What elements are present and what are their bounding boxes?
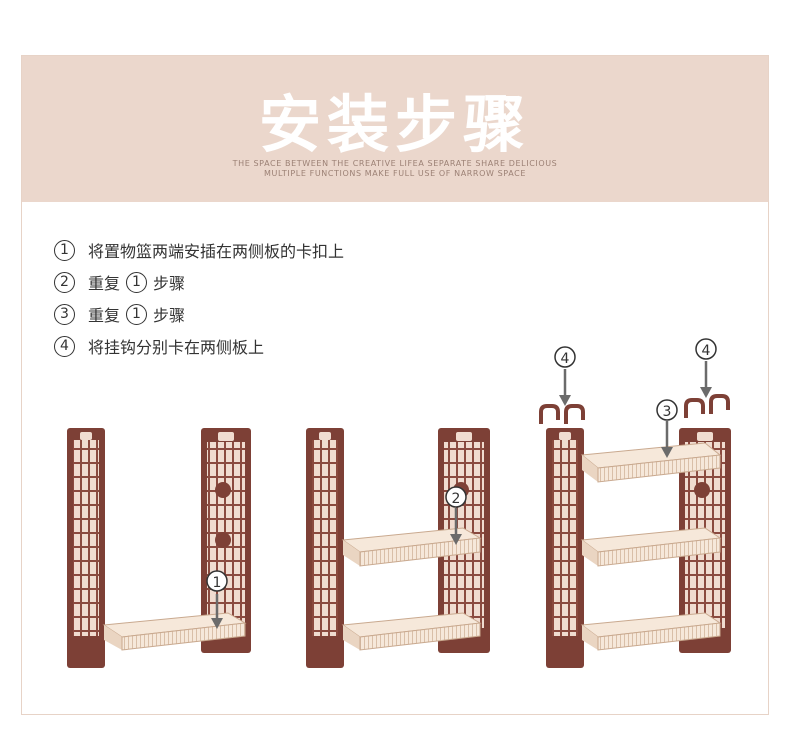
step-number-2: 2 xyxy=(54,271,75,293)
page-title: 安装步骤 xyxy=(258,88,531,161)
banner-subtitle-line1: THE SPACE BETWEEN THE CREATIVE LIFEA SEP… xyxy=(232,159,558,168)
step-2-text-a: 重复 xyxy=(88,274,121,293)
step-3-text-b: 步骤 xyxy=(153,306,186,325)
stage-3-diagram: 4 4 3 xyxy=(539,338,731,668)
step-3-ref: 1 xyxy=(126,303,148,325)
stage-2-diagram: 2 xyxy=(306,428,490,668)
step-2-text-b: 步骤 xyxy=(153,274,186,293)
title-banner: 安装步骤 THE SPACE BETWEEN THE CREATIVE LIFE… xyxy=(22,56,768,202)
basket-1 xyxy=(102,612,247,651)
marker-4-left: 4 xyxy=(561,351,570,367)
basket-3-middle xyxy=(580,527,722,567)
step-2: 2 重复 1 步骤 xyxy=(54,266,344,298)
basket-2-bottom xyxy=(341,612,482,651)
marker-1: 1 xyxy=(213,575,222,591)
side-panel-left-2 xyxy=(306,428,344,668)
step-1: 1 将置物篮两端安插在两侧板的卡扣上 xyxy=(54,234,344,266)
stage-1-diagram: 1 xyxy=(67,428,251,668)
step-number-4: 4 xyxy=(54,335,75,357)
hook-left xyxy=(539,404,585,424)
hook-right xyxy=(684,394,730,418)
marker-2: 2 xyxy=(452,491,461,507)
step-1-text: 将置物篮两端安插在两侧板的卡扣上 xyxy=(88,242,345,261)
banner-subtitle-line2: MULTIPLE FUNCTIONS MAKE FULL USE OF NARR… xyxy=(263,169,526,178)
content-frame xyxy=(21,55,769,715)
step-3: 3 重复 1 步骤 xyxy=(54,298,344,330)
step-2-ref: 1 xyxy=(126,271,148,293)
side-panel-right-1 xyxy=(201,428,251,653)
marker-4-right: 4 xyxy=(702,343,711,359)
step-4: 4 将挂钩分别卡在两侧板上 xyxy=(54,330,344,362)
step-3-text-a: 重复 xyxy=(88,306,121,325)
basket-3-bottom xyxy=(580,612,722,651)
side-panel-left-1 xyxy=(67,428,105,668)
side-panel-left-3 xyxy=(546,428,584,668)
step-number-1: 1 xyxy=(54,239,75,261)
marker-3: 3 xyxy=(663,404,672,420)
step-4-text: 将挂钩分别卡在两侧板上 xyxy=(88,338,265,357)
step-list: 1 将置物篮两端安插在两侧板的卡扣上 2 重复 1 步骤 3 重复 1 步骤 4… xyxy=(54,234,344,362)
basket-2-top xyxy=(341,527,482,567)
step-number-3: 3 xyxy=(54,303,75,325)
